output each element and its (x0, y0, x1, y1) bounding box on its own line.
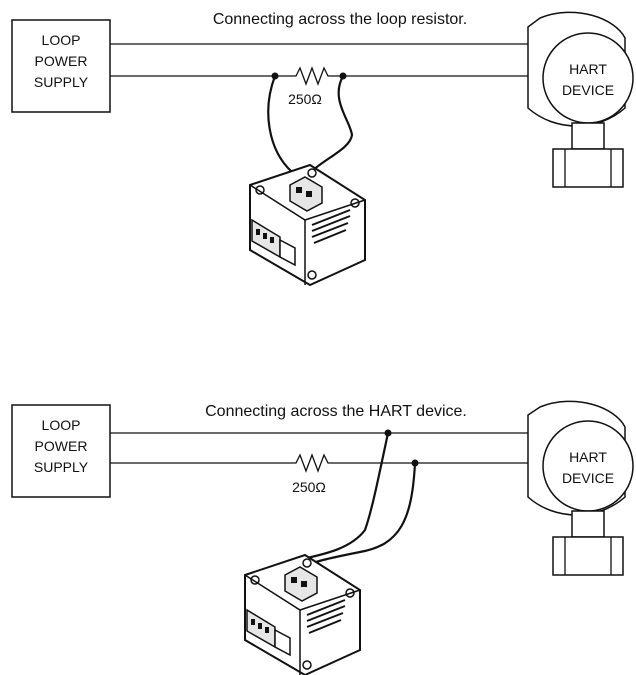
power-supply-line-2: POWER (35, 53, 88, 69)
hart-device-line-2: DEVICE (562, 82, 614, 98)
power-supply-line-2: POWER (35, 438, 88, 454)
power-supply-line-1: LOOP (42, 32, 81, 48)
hart-device-flow-body (552, 148, 624, 188)
hart-device-line-2: DEVICE (562, 470, 614, 486)
hart-device: HART DEVICE (527, 400, 634, 576)
caption-bottom: Connecting across the HART device. (205, 403, 467, 420)
resistor-symbol (275, 66, 343, 86)
hart-device-neck (571, 122, 605, 150)
hart-device-face (542, 32, 634, 124)
hart-device-line-1: HART (569, 449, 607, 465)
hart-device: HART DEVICE (527, 11, 634, 188)
hart-device-face (542, 420, 634, 512)
resistor-symbol (290, 453, 335, 473)
power-supply-line-3: SUPPLY (34, 459, 89, 475)
loop-power-supply-box (11, 19, 111, 113)
diagram-across-device: Connecting across the HART device. LOOP … (11, 400, 634, 675)
usb-hart-modem-icon (249, 164, 366, 286)
probe-wire-left (267, 75, 293, 173)
caption-top: Connecting across the loop resistor. (213, 11, 467, 28)
probe-wire-right (304, 75, 354, 179)
power-supply-line-1: LOOP (42, 417, 81, 433)
resistor-label: 250Ω (292, 479, 326, 495)
loop-power-supply-box (11, 404, 111, 498)
power-supply-line-3: SUPPLY (34, 74, 89, 90)
diagram-across-resistor: Connecting across the loop resistor. LOO… (11, 11, 634, 286)
resistor-label: 250Ω (288, 91, 322, 107)
hart-device-line-1: HART (569, 61, 607, 77)
hart-device-flow-body (552, 536, 624, 576)
usb-hart-modem-icon (244, 554, 361, 675)
hart-device-neck (571, 510, 605, 538)
probe-wire-left (297, 432, 390, 562)
